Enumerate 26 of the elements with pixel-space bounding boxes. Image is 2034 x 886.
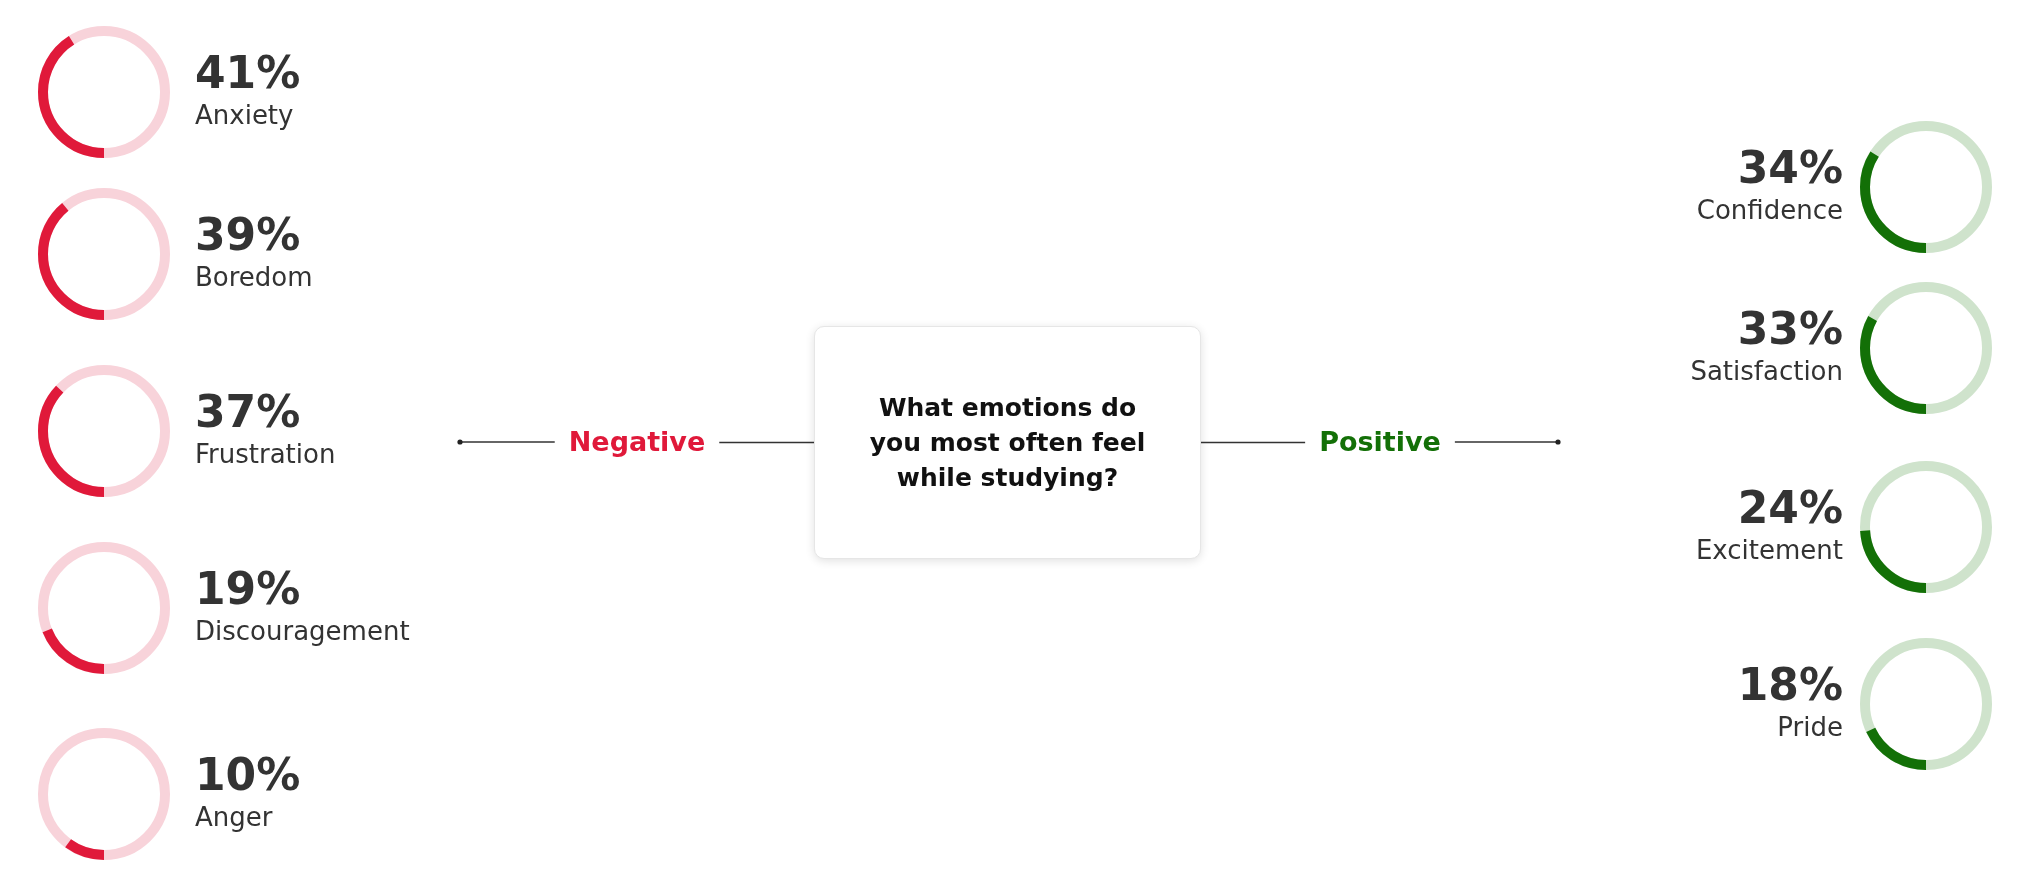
emotion-label: Satisfaction: [1690, 356, 1843, 386]
emotion-label: Discouragement: [195, 616, 410, 646]
question-card: [814, 326, 1201, 559]
connector-line: [1200, 441, 1306, 444]
percentage-value: 39%: [195, 209, 301, 260]
emotion-label: Frustration: [195, 439, 336, 469]
emotion-label: Pride: [1777, 712, 1843, 742]
emotion-label: Confidence: [1696, 195, 1843, 225]
connector-line: [457, 439, 556, 445]
emotion-label: Anger: [195, 802, 273, 832]
percentage-value: 41%: [195, 47, 301, 98]
percentage-value: 19%: [195, 563, 301, 614]
connector-line: [718, 441, 815, 444]
category-label: Negative: [568, 424, 706, 460]
question-text: What emotions do you most often feel while studying?: [868, 392, 1147, 494]
percentage-value: 34%: [1737, 142, 1843, 193]
category-label: Positive: [1319, 424, 1441, 460]
emotion-label: Boredom: [195, 262, 313, 292]
connector-line: [1454, 439, 1561, 445]
percentage-value: 18%: [1737, 659, 1843, 710]
percentage-value: 37%: [195, 386, 301, 437]
percentage-value: 10%: [195, 749, 301, 800]
emotion-label: Anxiety: [195, 100, 294, 130]
emotion-label: Excitement: [1695, 535, 1843, 565]
percentage-value: 24%: [1737, 482, 1843, 533]
percentage-value: 33%: [1737, 303, 1843, 354]
